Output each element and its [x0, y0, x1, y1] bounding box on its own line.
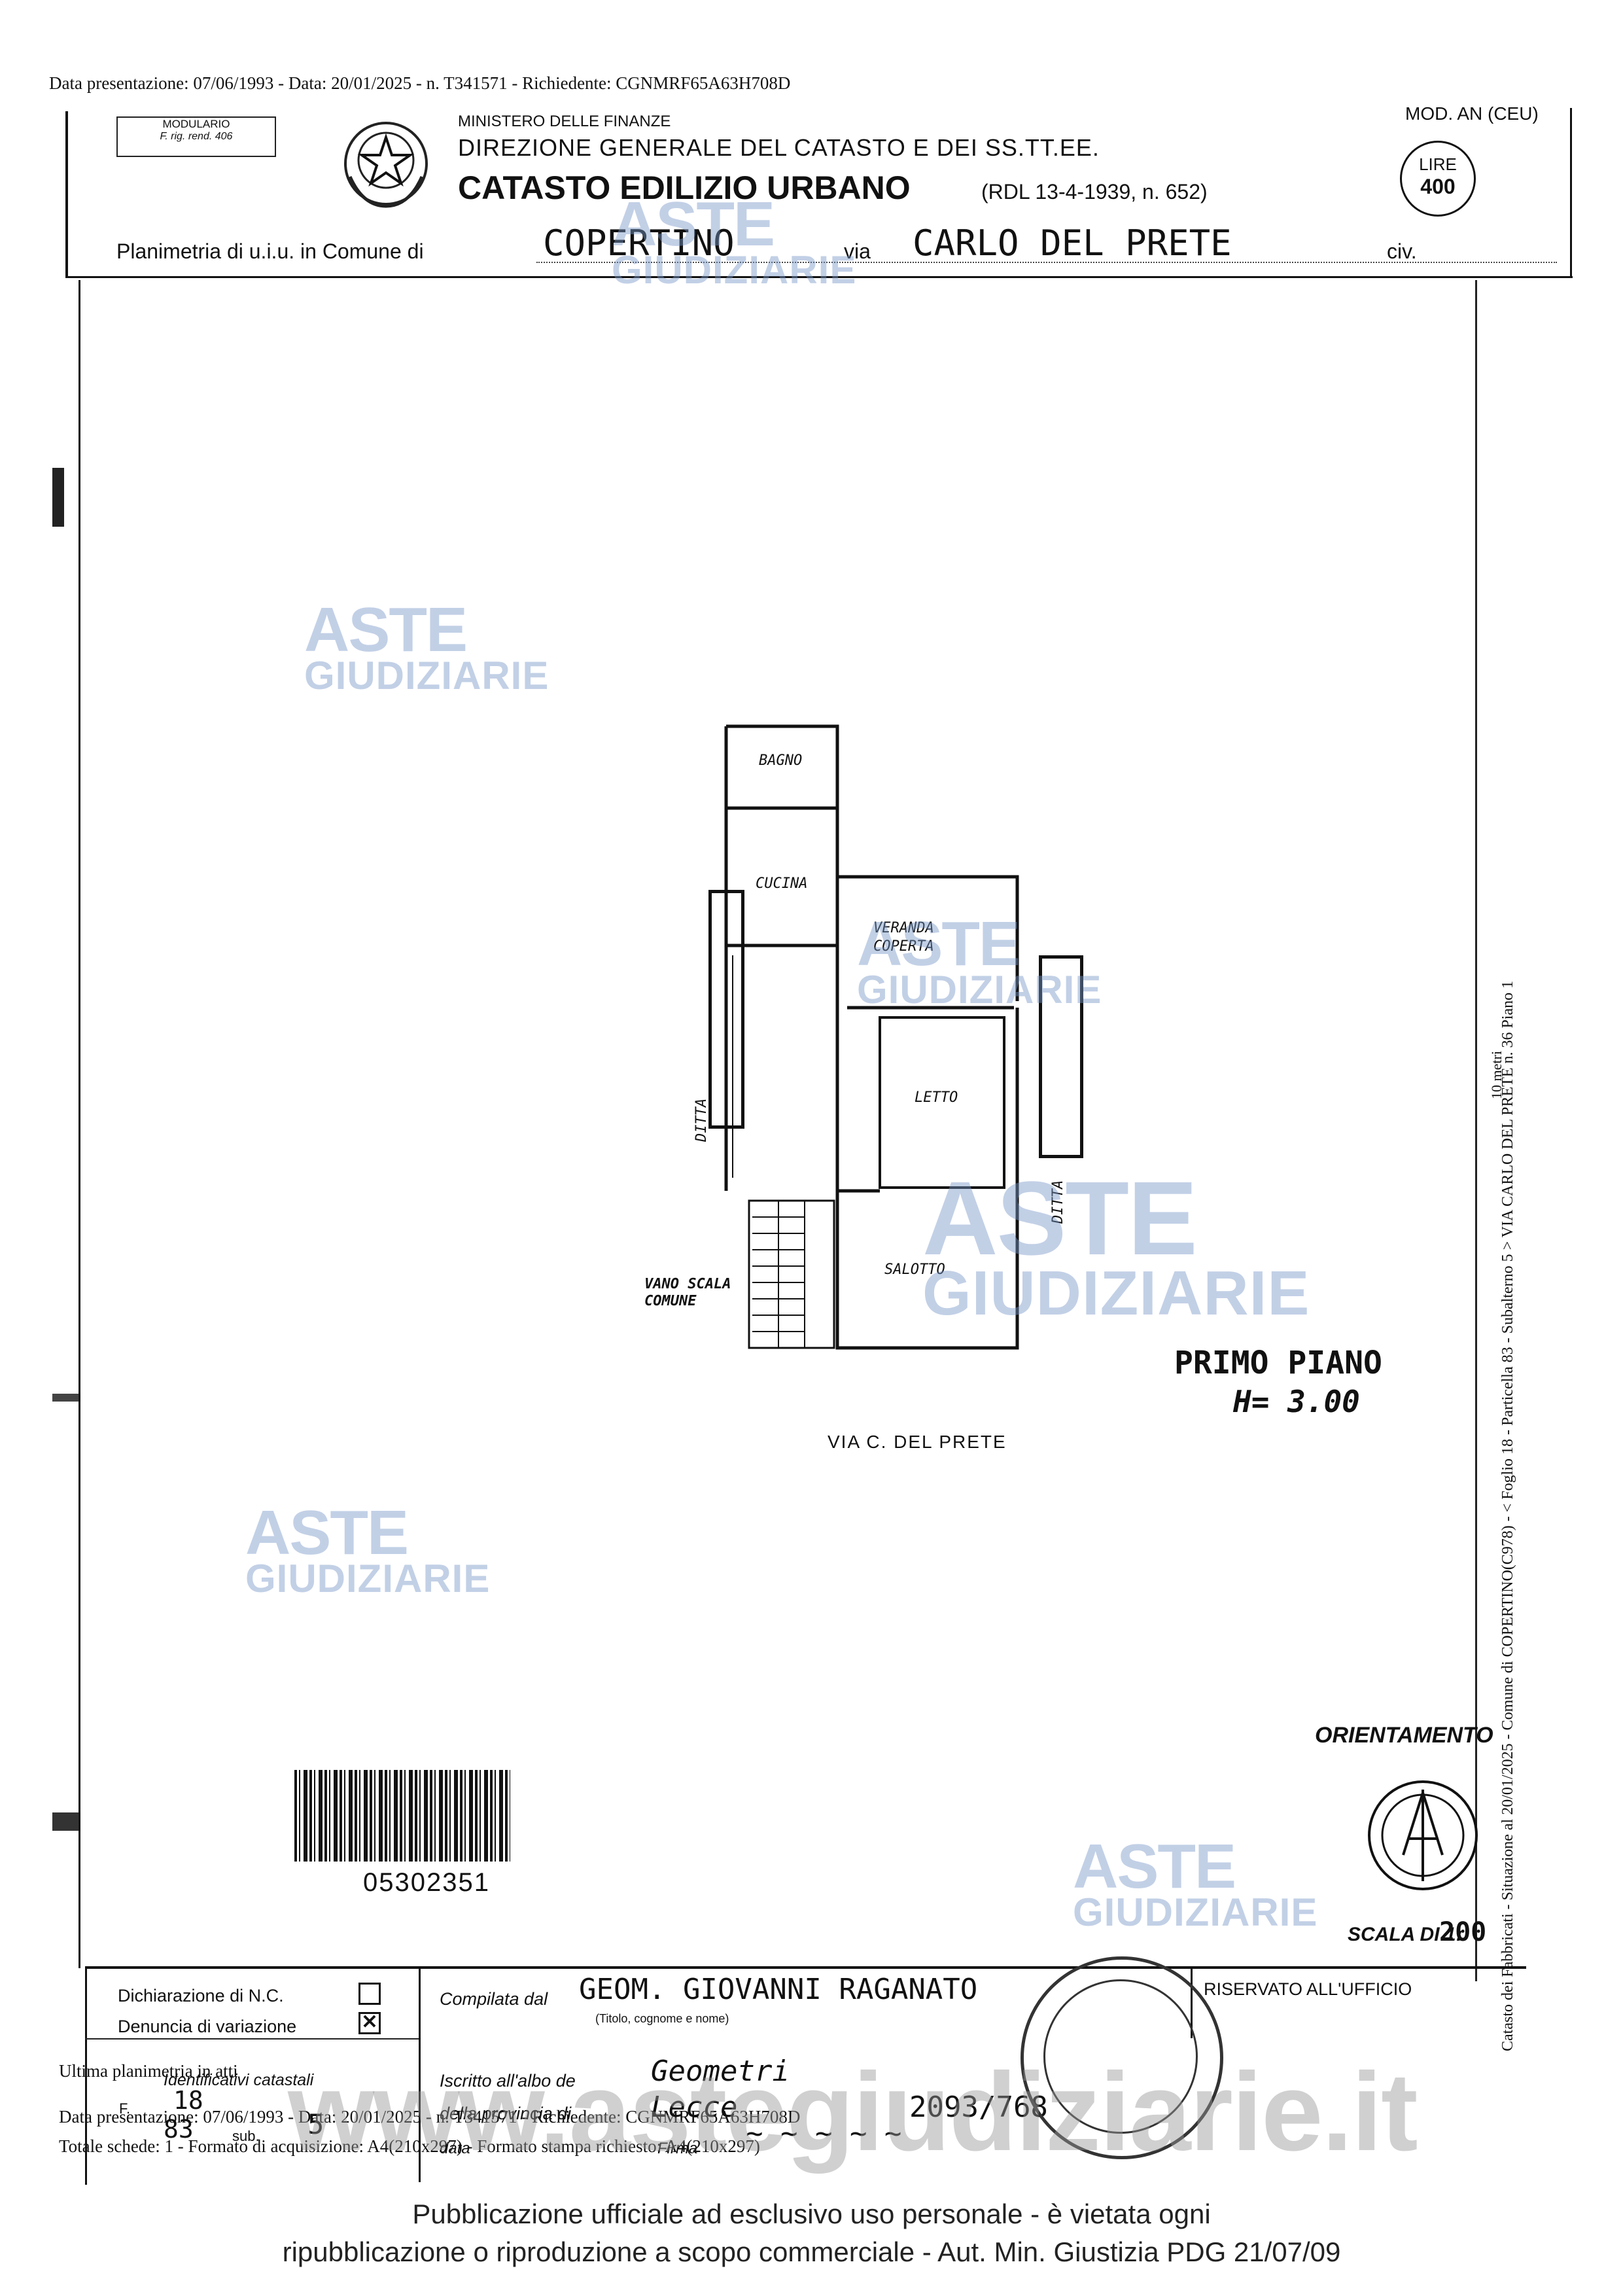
- watermark-logo: ASTE GIUDIZIARIE: [1073, 1831, 1318, 1935]
- footer-box: [85, 1966, 1526, 2185]
- sub-value: 5: [307, 2108, 324, 2140]
- p-value: 83: [164, 2115, 194, 2144]
- floor-plan: BAGNO CUCINA VERANDA COPERTA LETTO SALOT…: [713, 720, 1079, 1381]
- room-bagno: BAGNO: [759, 752, 803, 769]
- lire-stamp: LIRE 400: [1400, 141, 1476, 217]
- watermark-aste: ASTE: [304, 595, 468, 665]
- via-label: via: [844, 239, 871, 263]
- side-scale-note: 10 metri: [1488, 1051, 1505, 1099]
- data-label: data: [440, 2140, 470, 2157]
- via-value: CARLO DEL PRETE: [913, 222, 1232, 264]
- watermark-aste: ASTE: [245, 1498, 409, 1568]
- firma-label: Firma: [657, 2140, 698, 2157]
- civ-label: civ.: [1387, 239, 1417, 263]
- north-arrow-icon: [1364, 1776, 1482, 1894]
- watermark-giudiziarie: GIUDIZIARIE: [304, 654, 550, 698]
- law-reference: (RDL 13-4-1939, n. 652): [981, 180, 1208, 203]
- vano-scala-label: VANO SCALA COMUNE: [644, 1276, 731, 1309]
- floor-label: PRIMO PIANO: [1174, 1345, 1382, 1381]
- watermark-giudiziarie: GIUDIZIARIE: [1073, 1890, 1318, 1935]
- orientation-label: ORIENTAMENTO: [1315, 1723, 1493, 1748]
- modulario-sub: F. rig. rend. 406: [160, 131, 233, 142]
- comune-value: COPERTINO: [543, 222, 735, 264]
- modulario-label: MODULARIO: [162, 118, 230, 130]
- provincia-label: della provincia di: [440, 2104, 572, 2123]
- provincia-value: Lecce: [651, 2091, 738, 2124]
- ditta-block-left: [708, 890, 744, 1129]
- footer-midline: [85, 2038, 419, 2040]
- street-label: VIA C. DEL PRETE: [828, 1432, 1007, 1452]
- planimetria-label: Planimetria di u.i.u. in Comune di: [116, 239, 424, 263]
- f-value: 18: [173, 2086, 203, 2115]
- watermark-giudiziarie: GIUDIZIARIE: [245, 1557, 491, 1601]
- compilatore-value: GEOM. GIOVANNI RAGANATO: [579, 1973, 978, 2006]
- direction-label: DIREZIONE GENERALE DEL CATASTO E DEI SS.…: [458, 134, 1100, 161]
- watermark-logo: ASTE GIUDIZIARIE: [857, 909, 1102, 1012]
- room-letto: LETTO: [915, 1089, 958, 1106]
- watermark-logo: ASTE GIUDIZIARIE: [922, 1159, 1310, 1328]
- watermark-giudiziarie: GIUDIZIARIE: [857, 968, 1102, 1012]
- ditta-block-right: [1039, 955, 1083, 1158]
- publication-line-2: ripubblicazione o riproduzione a scopo c…: [282, 2236, 1341, 2267]
- compilata-label: Compilata dal: [440, 1989, 548, 2009]
- ministry-label: MINISTERO DELLE FINANZE: [458, 113, 671, 130]
- drawing-frame: [79, 280, 1546, 1968]
- bottom-data-line: Data presentazione: 07/06/1993 - Data: 2…: [59, 2107, 801, 2127]
- ultima-planimetria: Ultima planimetria in atti: [59, 2061, 238, 2081]
- lire-label: LIRE: [1419, 154, 1457, 174]
- iscritto-label: Iscritto all'albo de: [440, 2071, 576, 2091]
- left-edge-mark: [52, 1394, 79, 1402]
- denuncia-label: Denuncia di variazione: [118, 2017, 297, 2036]
- watermark-aste: ASTE: [1073, 1831, 1236, 1901]
- lire-value: 400: [1420, 175, 1456, 198]
- scale-label: SCALA DI 1:: [1348, 1924, 1463, 1945]
- room-veranda: VERANDA COPERTA: [873, 920, 934, 955]
- room-salotto: SALOTTO: [884, 1262, 945, 1278]
- watermark-giudiziarie: GIUDIZIARIE: [922, 1258, 1310, 1328]
- watermark-logo: ASTE GIUDIZIARIE: [304, 595, 550, 698]
- watermark-logo: ASTE GIUDIZIARIE: [612, 189, 857, 292]
- ditta-left-label: DITTA: [693, 1098, 710, 1142]
- watermark-logo: ASTE GIUDIZIARIE: [245, 1498, 491, 1601]
- left-edge-mark: [52, 468, 64, 527]
- titolo-hint: (Titolo, cognome e nome): [595, 2012, 729, 2025]
- height-label: H= 3.00: [1233, 1384, 1360, 1419]
- barcode: [294, 1770, 510, 1862]
- albo-value: Geometri: [651, 2055, 790, 2088]
- bottom-totale-line: Totale schede: 1 - Formato di acquisizio…: [59, 2136, 760, 2156]
- office-stamp: [1021, 1956, 1223, 2159]
- catasto-title: CATASTO EDILIZIO URBANO: [458, 169, 911, 206]
- left-edge-mark: [52, 1812, 79, 1831]
- scale-value: 200: [1439, 1917, 1487, 1947]
- signature-scribble: ~ ~ ~ ~ ~: [746, 2117, 902, 2150]
- modulario-box: MODULARIO F. rig. rend. 406: [116, 116, 276, 157]
- watermark-aste: ASTE: [922, 1159, 1198, 1277]
- watermark-giudiziarie: GIUDIZIARIE: [612, 248, 857, 292]
- watermark-site: www.astegiudiziarie.it: [288, 2050, 1418, 2174]
- mod-label: MOD. AN (CEU): [1405, 103, 1539, 124]
- dichiarazione-checkbox: [358, 1983, 381, 2005]
- dotted-line: [536, 262, 1557, 263]
- denuncia-checkbox: ✕: [358, 2012, 381, 2034]
- publication-line-1: Pubblicazione ufficiale ad esclusivo uso…: [412, 2199, 1211, 2229]
- header-right-border: [1570, 108, 1572, 278]
- numero-value: 2093/768: [909, 2091, 1048, 2124]
- republic-emblem-icon: [337, 115, 435, 213]
- dichiarazione-label: Dichiarazione di N.C.: [118, 1986, 284, 2005]
- riservato-label: RISERVATO ALL'UFFICIO: [1204, 1979, 1412, 1999]
- presentation-line: Data presentazione: 07/06/1993 - Data: 2…: [49, 73, 791, 93]
- watermark-aste: ASTE: [612, 189, 775, 259]
- sub-label: sub.: [232, 2128, 260, 2144]
- side-cadastral-text: Catasto dei Fabbricati - Situazione al 2…: [1499, 980, 1516, 2051]
- f-label: F.: [119, 2100, 131, 2117]
- footer-divider-1: [419, 1966, 421, 2182]
- room-cucina: CUCINA: [756, 875, 808, 892]
- identificativi-label: Identificativi catastali: [164, 2071, 314, 2089]
- barcode-number: 05302351: [363, 1868, 490, 1897]
- watermark-aste: ASTE: [857, 909, 1021, 979]
- header-frame: [65, 111, 1573, 278]
- drawing-right-border: [1475, 280, 1477, 1981]
